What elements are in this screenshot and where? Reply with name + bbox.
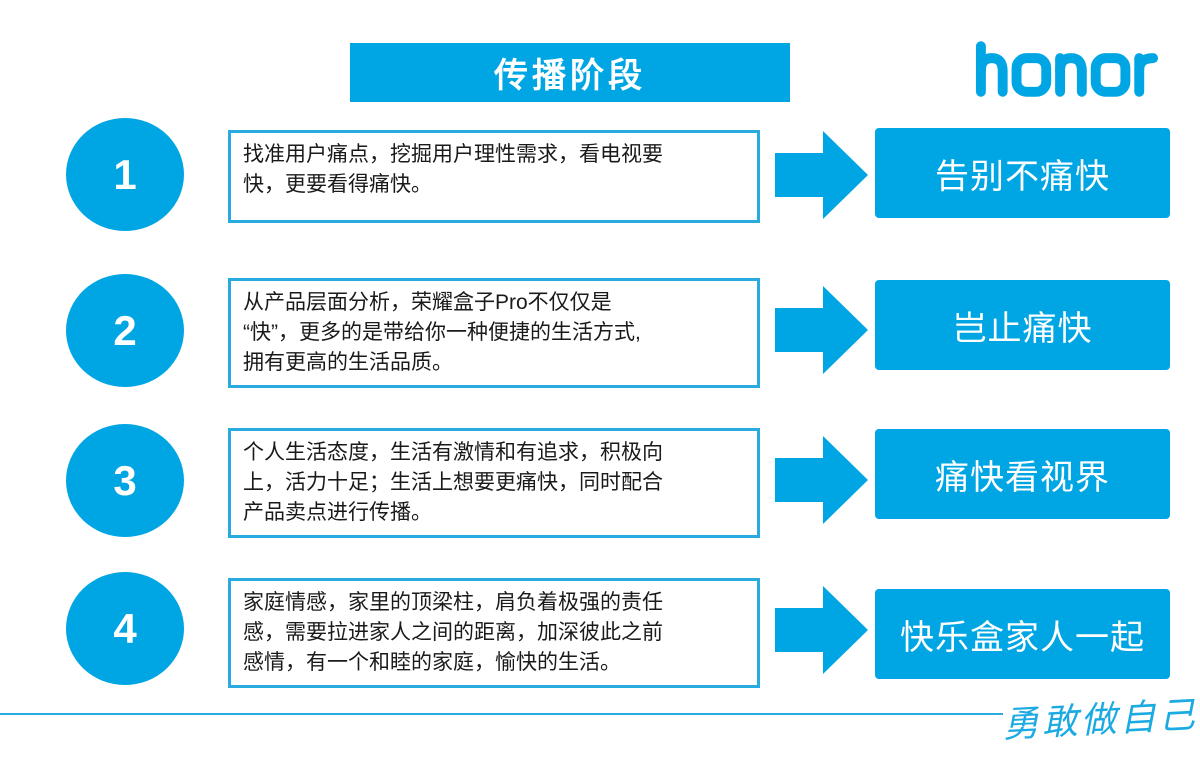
honor-logo-icon bbox=[975, 41, 1159, 97]
stage-number-badge: 4 bbox=[66, 572, 184, 685]
slogan-signature: 勇敢做自己 bbox=[1001, 694, 1199, 747]
arrow-right-icon bbox=[775, 436, 868, 524]
stage-description: 从产品层面分析，荣耀盒子Pro不仅仅是 “快”，更多的是带给你一种便捷的生活方式… bbox=[243, 291, 641, 374]
stage-row: 3 个人生活态度，生活有激情和有追求，积极向 上，活力十足；生活上想要更痛快，同… bbox=[0, 420, 1200, 570]
header-bar: 传播阶段 bbox=[350, 43, 790, 102]
stage-result-box: 快乐盒家人一起 bbox=[875, 589, 1170, 679]
stage-description: 家庭情感，家里的顶梁柱，肩负着极强的责任 感，需要拉进家人之间的距离，加深彼此之… bbox=[243, 591, 663, 674]
stage-result-box: 岂止痛快 bbox=[875, 280, 1170, 370]
stage-row: 4 家庭情感，家里的顶梁柱，肩负着极强的责任 感，需要拉进家人之间的距离，加深彼… bbox=[0, 570, 1200, 720]
arrow-right-icon bbox=[775, 586, 868, 674]
arrow-right-icon bbox=[775, 286, 868, 374]
stage-result-label: 岂止痛快 bbox=[952, 309, 1093, 348]
stage-description-box: 从产品层面分析，荣耀盒子Pro不仅仅是 “快”，更多的是带给你一种便捷的生活方式… bbox=[228, 278, 760, 388]
honor-logo bbox=[972, 40, 1162, 98]
stage-number: 4 bbox=[113, 604, 137, 652]
arrow-right-icon bbox=[775, 131, 868, 219]
stage-description-box: 找准用户痛点，挖掘用户理性需求，看电视要 快，更要看得痛快。 bbox=[228, 130, 760, 223]
stage-result-box: 告别不痛快 bbox=[875, 128, 1170, 218]
stage-result-label: 告别不痛快 bbox=[935, 157, 1110, 196]
stage-number: 1 bbox=[113, 150, 137, 198]
stage-number-badge: 2 bbox=[66, 274, 184, 387]
stage-result-label: 快乐盒家人一起 bbox=[900, 618, 1145, 657]
stage-result-label: 痛快看视界 bbox=[935, 458, 1110, 497]
footer-divider bbox=[0, 713, 1003, 715]
stage-description: 找准用户痛点，挖掘用户理性需求，看电视要 快，更要看得痛快。 bbox=[243, 143, 663, 196]
stage-description-box: 个人生活态度，生活有激情和有追求，积极向 上，活力十足；生活上想要更痛快，同时配… bbox=[228, 428, 760, 538]
stage-row: 1 找准用户痛点，挖掘用户理性需求，看电视要 快，更要看得痛快。 告别不痛快 bbox=[0, 118, 1200, 268]
page-title: 传播阶段 bbox=[494, 57, 646, 95]
stage-number-badge: 3 bbox=[66, 424, 184, 537]
stage-description: 个人生活态度，生活有激情和有追求，积极向 上，活力十足；生活上想要更痛快，同时配… bbox=[243, 441, 663, 524]
stage-row: 2 从产品层面分析，荣耀盒子Pro不仅仅是 “快”，更多的是带给你一种便捷的生活… bbox=[0, 270, 1200, 420]
stage-description-box: 家庭情感，家里的顶梁柱，肩负着极强的责任 感，需要拉进家人之间的距离，加深彼此之… bbox=[228, 578, 760, 688]
stage-number-badge: 1 bbox=[66, 118, 184, 231]
stage-result-box: 痛快看视界 bbox=[875, 429, 1170, 519]
stage-number: 2 bbox=[113, 306, 137, 354]
stage-number: 3 bbox=[113, 456, 137, 504]
